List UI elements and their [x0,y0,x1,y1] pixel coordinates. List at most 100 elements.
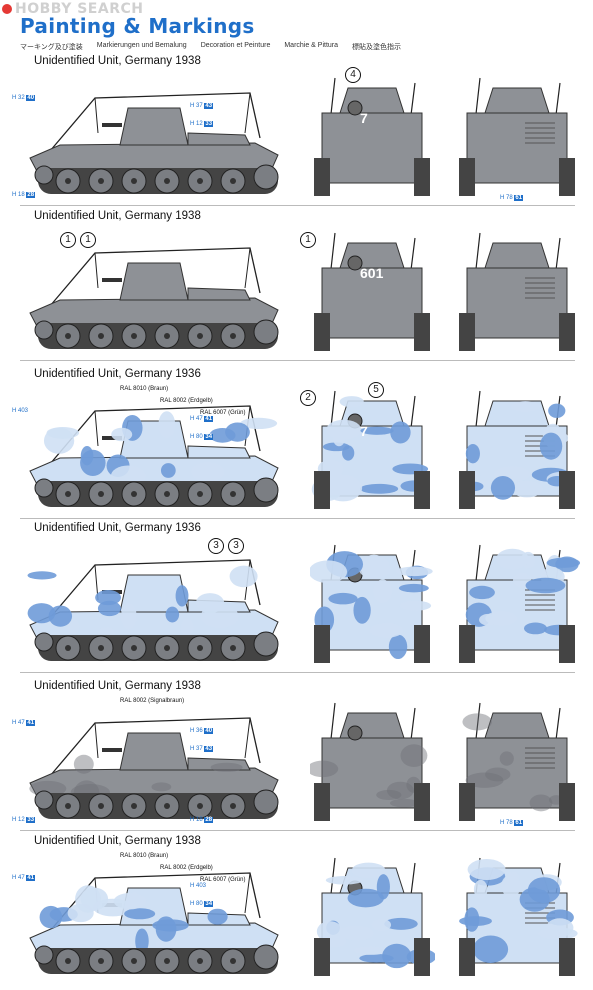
side-view-drawing [29,92,279,194]
side-view [20,73,285,198]
color-number-badge: 33 [204,121,214,127]
subtitle-row: マーキング及び塗装 Markierungen und Bemalung Deco… [20,42,580,52]
rear-color-tag: H 78 61 [500,195,524,201]
color-code: H 37 [190,103,203,109]
front-view-drawing [310,702,430,821]
color-number-badge: 40 [204,728,214,734]
color-tag: H 18 28 [12,192,36,198]
paint-color-label: RAL 8010 (Braun) [120,386,169,392]
color-number-badge: 61 [514,820,524,826]
color-number-badge: 43 [204,103,214,109]
rear-view-drawing [459,390,575,509]
color-tag: H 47 41 [12,720,36,726]
color-code: H 18 [12,192,25,198]
color-tag: H 12 33 [12,817,36,823]
paint-color-label: RAL 8010 (Braun) [120,853,169,859]
turret-number: 601 [360,265,384,281]
section-divider [20,830,575,831]
color-number-badge: 28 [26,192,36,198]
paint-color-label: RAL 6007 (Grün) [200,877,246,883]
side-view-drawing [29,405,279,507]
front-view-drawing [314,77,430,196]
color-number-badge: 41 [26,875,36,881]
rear-view-drawing [459,77,575,196]
color-number-badge: 34 [204,434,214,440]
front-view [310,698,435,823]
color-number-badge: 41 [26,720,36,726]
side-view [20,386,285,511]
color-tag: H 403 [190,883,206,889]
rear-view-drawing [459,702,575,821]
subtitle-japanese: マーキング及び塗装 [20,44,83,51]
marking-callout: 1 [60,232,76,248]
marking-callout: 1 [300,232,316,248]
rear-view [455,698,580,823]
page-title: Painting & Markings [20,14,255,38]
color-tag: H 12 33 [190,121,214,127]
section-title: Unidentified Unit, Germany 1938 [34,55,201,67]
color-code: H 47 [12,875,25,881]
side-view-drawing [29,717,279,819]
section-title: Unidentified Unit, Germany 1936 [34,522,201,534]
color-code: H 12 [190,121,203,127]
color-code: H 78 [500,820,513,826]
paint-color-label: RAL 8002 (Signalbraun) [120,698,185,704]
side-view [20,540,285,665]
marking-callout: 3 [228,538,244,554]
front-view [310,853,435,978]
marking-callout: 4 [345,67,361,83]
side-view [20,228,285,353]
rear-view [455,540,580,665]
marking-callout: 1 [80,232,96,248]
rear-view [455,386,580,511]
side-view [20,698,285,823]
color-tag: H 80 34 [190,901,214,907]
color-code: H 47 [12,720,25,726]
rear-view [455,73,580,198]
color-code: H 47 [190,416,203,422]
color-tag: H 18 28 [190,817,214,823]
color-code: H 18 [190,817,203,823]
color-tag: H 47 41 [12,875,36,881]
section-title: Unidentified Unit, Germany 1938 [34,210,201,222]
paint-color-label: RAL 6007 (Grün) [200,410,246,416]
front-view [310,228,435,353]
color-number-badge: 28 [204,817,214,823]
side-view-drawing [29,247,279,349]
color-code: H 32 [12,95,25,101]
subtitle-french: Decoration et Peinture [200,42,271,49]
rear-color-tag: H 78 61 [500,820,524,826]
front-view-drawing [311,390,430,509]
front-view-drawing [310,544,433,663]
section-divider [20,518,575,519]
front-view-drawing [314,232,430,351]
section-title: Unidentified Unit, Germany 1938 [34,835,201,847]
logo-mark-icon [2,4,12,14]
color-code: H 12 [12,817,25,823]
side-view-drawing [27,559,279,661]
color-number-badge: 43 [204,746,214,752]
paint-color-label: RAL 8002 (Erdgelb) [160,865,213,871]
color-number-badge: 34 [204,901,214,907]
section-divider [20,205,575,206]
front-view [310,73,435,198]
color-tag: H 36 40 [190,728,214,734]
side-view-drawing [29,872,279,974]
marking-callout: 3 [208,538,224,554]
color-code: H 403 [12,408,29,414]
color-tag: H 32 40 [12,95,36,101]
front-view [310,386,435,511]
color-number-badge: 40 [26,95,36,101]
side-view [20,853,285,978]
subtitle-chinese: 標貼及塗色指示 [352,44,402,51]
logo-text: HOBBY SEARCH [15,1,144,17]
marking-callout: 5 [368,382,384,398]
rear-view-drawing [459,232,575,351]
color-code: H 36 [190,728,203,734]
rear-view [455,853,580,978]
